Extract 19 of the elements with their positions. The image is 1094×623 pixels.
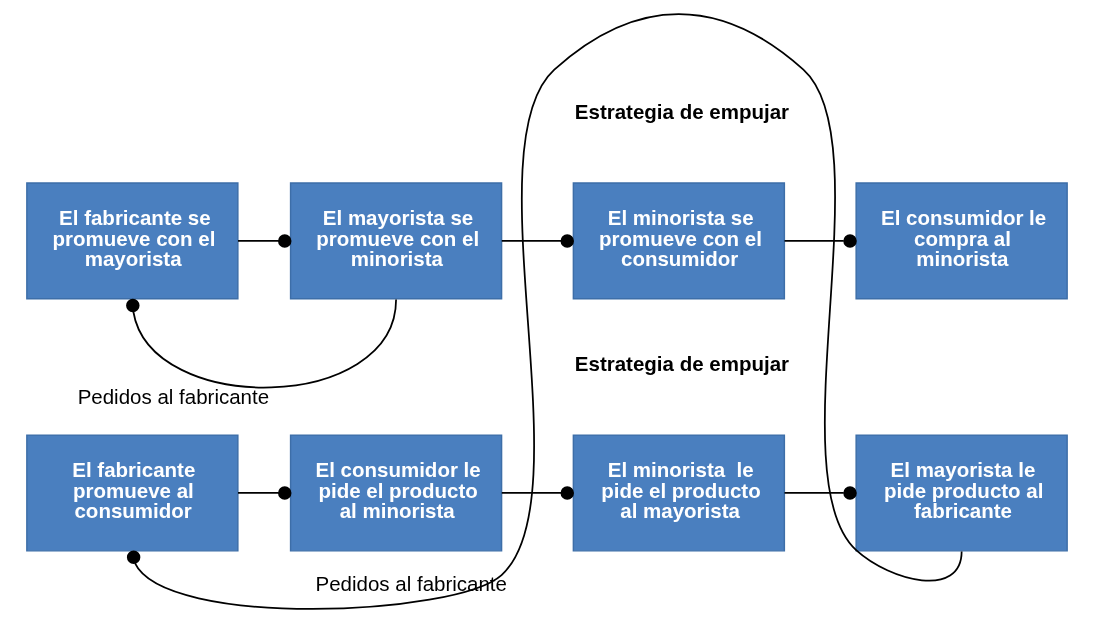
connector <box>783 234 857 248</box>
connector <box>500 486 574 500</box>
connector <box>126 298 397 389</box>
node-box: El mayorista se promueve con el minorista <box>289 182 503 300</box>
node-box: El consumidor le pide el producto al minorista <box>289 434 503 552</box>
connector <box>126 13 963 610</box>
node-box: El fabricante se promueve con el mayorista <box>26 182 239 300</box>
label: Estrategia de empujar <box>574 99 790 123</box>
node-box: El minorista le pide el producto al mayorista <box>572 434 786 552</box>
node-box: El fabricante promueve al consumidor <box>26 434 239 552</box>
connector <box>500 234 574 248</box>
label: Estrategia de empujar <box>574 351 790 375</box>
connector <box>237 234 292 248</box>
node-box: El minorista se promueve con el consumidor <box>572 182 786 300</box>
node-box: El mayorista le pide producto al fabricante <box>855 434 1068 552</box>
connector <box>783 486 857 500</box>
node-box: El consumidor le compra al minorista <box>855 182 1068 300</box>
edge-label: Pedidos al fabricante <box>77 384 270 408</box>
connector <box>237 486 292 500</box>
